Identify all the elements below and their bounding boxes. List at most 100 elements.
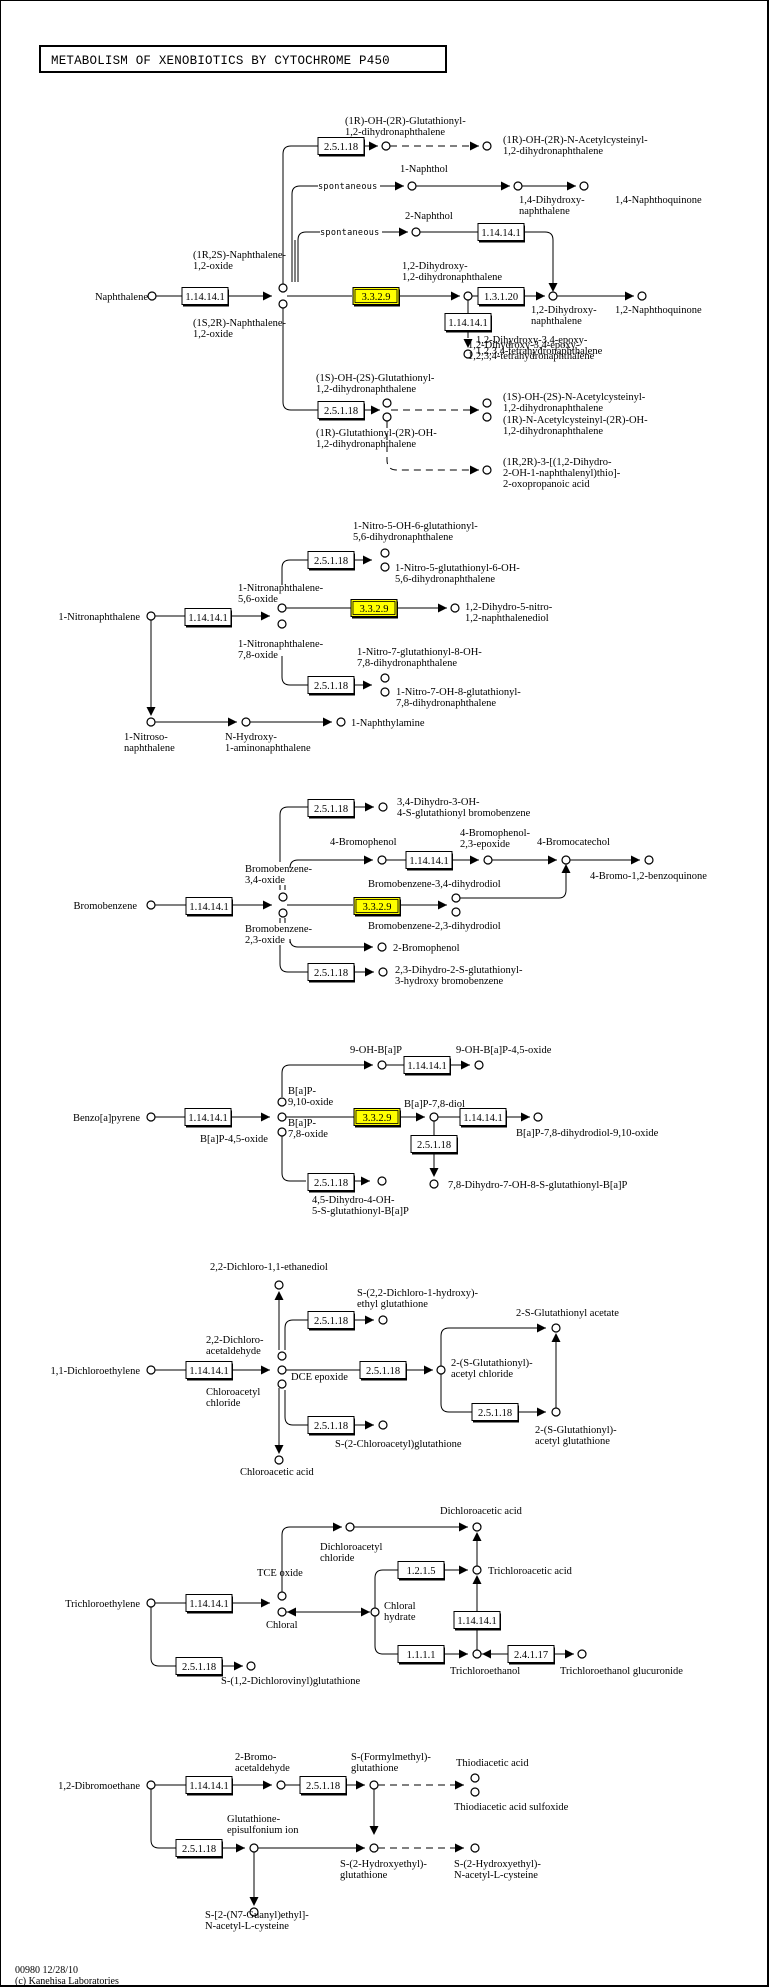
enzyme-box-highlighted[interactable]: 3.3.2.9 <box>350 599 398 619</box>
compound-node[interactable] <box>470 1787 480 1797</box>
enzyme-box[interactable]: 1.14.14.1 <box>185 1361 233 1381</box>
compound-node[interactable] <box>451 907 461 917</box>
enzyme-box[interactable]: 1.2.1.5 <box>397 1561 445 1581</box>
compound-node[interactable] <box>450 603 460 613</box>
compound-node[interactable] <box>470 1773 480 1783</box>
enzyme-box[interactable]: 1.1.1.1 <box>397 1645 445 1665</box>
compound-node[interactable] <box>474 1060 484 1070</box>
compound-node[interactable] <box>147 291 157 301</box>
enzyme-box[interactable]: 2.5.1.18 <box>359 1361 407 1381</box>
enzyme-box[interactable]: 1.14.14.1 <box>185 1594 233 1614</box>
enzyme-box[interactable]: 2.5.1.18 <box>307 963 355 983</box>
compound-node[interactable] <box>436 1365 446 1375</box>
enzyme-box[interactable]: 2.5.1.18 <box>175 1657 223 1677</box>
enzyme-box[interactable]: 2.4.1.17 <box>507 1645 555 1665</box>
compound-node[interactable] <box>472 1565 482 1575</box>
compound-node[interactable] <box>278 908 288 918</box>
enzyme-box[interactable]: 2.5.1.18 <box>307 551 355 571</box>
enzyme-box[interactable]: 2.5.1.18 <box>175 1839 223 1859</box>
enzyme-box[interactable]: 2.5.1.18 <box>410 1135 458 1155</box>
compound-node[interactable] <box>146 1112 156 1122</box>
compound-node[interactable] <box>369 1780 379 1790</box>
compound-node[interactable] <box>369 1843 379 1853</box>
compound-node[interactable] <box>577 1649 587 1659</box>
enzyme-box[interactable]: 2.5.1.18 <box>307 799 355 819</box>
enzyme-box[interactable]: 2.5.1.18 <box>317 401 365 421</box>
compound-node[interactable] <box>380 562 390 572</box>
compound-node[interactable] <box>249 1907 259 1917</box>
compound-node[interactable] <box>277 1607 287 1617</box>
compound-node[interactable] <box>380 673 390 683</box>
compound-node[interactable] <box>274 1280 284 1290</box>
compound-node[interactable] <box>380 687 390 697</box>
compound-node[interactable] <box>146 1598 156 1608</box>
compound-node[interactable] <box>277 603 287 613</box>
compound-node[interactable] <box>146 1365 156 1375</box>
compound-node[interactable] <box>429 1179 439 1189</box>
enzyme-box[interactable]: 1.14.14.1 <box>453 1611 501 1631</box>
compound-node[interactable] <box>277 1379 287 1389</box>
compound-node[interactable] <box>277 1351 287 1361</box>
compound-node[interactable] <box>482 141 492 151</box>
compound-node[interactable] <box>146 717 156 727</box>
compound-node[interactable] <box>380 548 390 558</box>
compound-node[interactable] <box>407 181 417 191</box>
compound-node[interactable] <box>470 1843 480 1853</box>
enzyme-box[interactable]: 1.14.14.1 <box>185 897 233 917</box>
enzyme-box[interactable]: 1.14.14.1 <box>403 1056 451 1076</box>
compound-node[interactable] <box>274 1455 284 1465</box>
enzyme-box[interactable]: 2.5.1.18 <box>317 137 365 157</box>
enzyme-box[interactable]: 1.14.14.1 <box>444 313 492 333</box>
compound-node[interactable] <box>561 855 571 865</box>
compound-node[interactable] <box>370 1607 380 1617</box>
enzyme-box[interactable]: 1.14.14.1 <box>185 1776 233 1796</box>
enzyme-box[interactable]: 2.5.1.18 <box>307 676 355 696</box>
enzyme-box-highlighted[interactable]: 3.3.2.9 <box>353 1108 401 1128</box>
compound-node[interactable] <box>637 291 647 301</box>
compound-node[interactable] <box>377 1176 387 1186</box>
enzyme-box[interactable]: 2.5.1.18 <box>307 1416 355 1436</box>
enzyme-box[interactable]: 1.14.14.1 <box>459 1108 507 1128</box>
compound-node[interactable] <box>533 1112 543 1122</box>
compound-node[interactable] <box>146 611 156 621</box>
compound-node[interactable] <box>579 181 589 191</box>
enzyme-box[interactable]: 2.5.1.18 <box>307 1173 355 1193</box>
compound-node[interactable] <box>482 465 492 475</box>
compound-node[interactable] <box>146 900 156 910</box>
enzyme-box[interactable]: 2.5.1.18 <box>307 1311 355 1331</box>
enzyme-box[interactable]: 1.14.14.1 <box>184 1108 232 1128</box>
compound-node[interactable] <box>378 967 388 977</box>
compound-node[interactable] <box>377 1060 387 1070</box>
enzyme-box-highlighted[interactable]: 3.3.2.9 <box>352 287 400 307</box>
compound-node[interactable] <box>482 398 492 408</box>
compound-node[interactable] <box>463 291 473 301</box>
compound-node[interactable] <box>483 855 493 865</box>
compound-node[interactable] <box>146 1780 156 1790</box>
compound-node[interactable] <box>377 942 387 952</box>
compound-node[interactable] <box>463 349 473 359</box>
enzyme-box[interactable]: 1.3.1.20 <box>477 287 525 307</box>
compound-node[interactable] <box>644 855 654 865</box>
enzyme-box-highlighted[interactable]: 3.3.2.9 <box>353 897 401 917</box>
compound-node[interactable] <box>277 1127 287 1137</box>
compound-node[interactable] <box>278 299 288 309</box>
compound-node[interactable] <box>277 1365 287 1375</box>
compound-node[interactable] <box>277 619 287 629</box>
compound-node[interactable] <box>513 181 523 191</box>
compound-node[interactable] <box>551 1407 561 1417</box>
compound-node[interactable] <box>378 1315 388 1325</box>
compound-node[interactable] <box>276 1780 286 1790</box>
compound-node[interactable] <box>336 717 346 727</box>
enzyme-box[interactable]: 1.14.14.1 <box>405 851 453 871</box>
compound-node[interactable] <box>246 1661 256 1671</box>
compound-node[interactable] <box>472 1649 482 1659</box>
compound-node[interactable] <box>249 1843 259 1853</box>
enzyme-box[interactable]: 1.14.14.1 <box>181 287 229 307</box>
enzyme-box[interactable]: 1.14.14.1 <box>477 223 525 243</box>
compound-node[interactable] <box>548 291 558 301</box>
compound-node[interactable] <box>277 1591 287 1601</box>
compound-node[interactable] <box>472 1522 482 1532</box>
enzyme-box[interactable]: 1.14.14.1 <box>184 608 232 628</box>
compound-node[interactable] <box>378 802 388 812</box>
compound-node[interactable] <box>278 892 288 902</box>
